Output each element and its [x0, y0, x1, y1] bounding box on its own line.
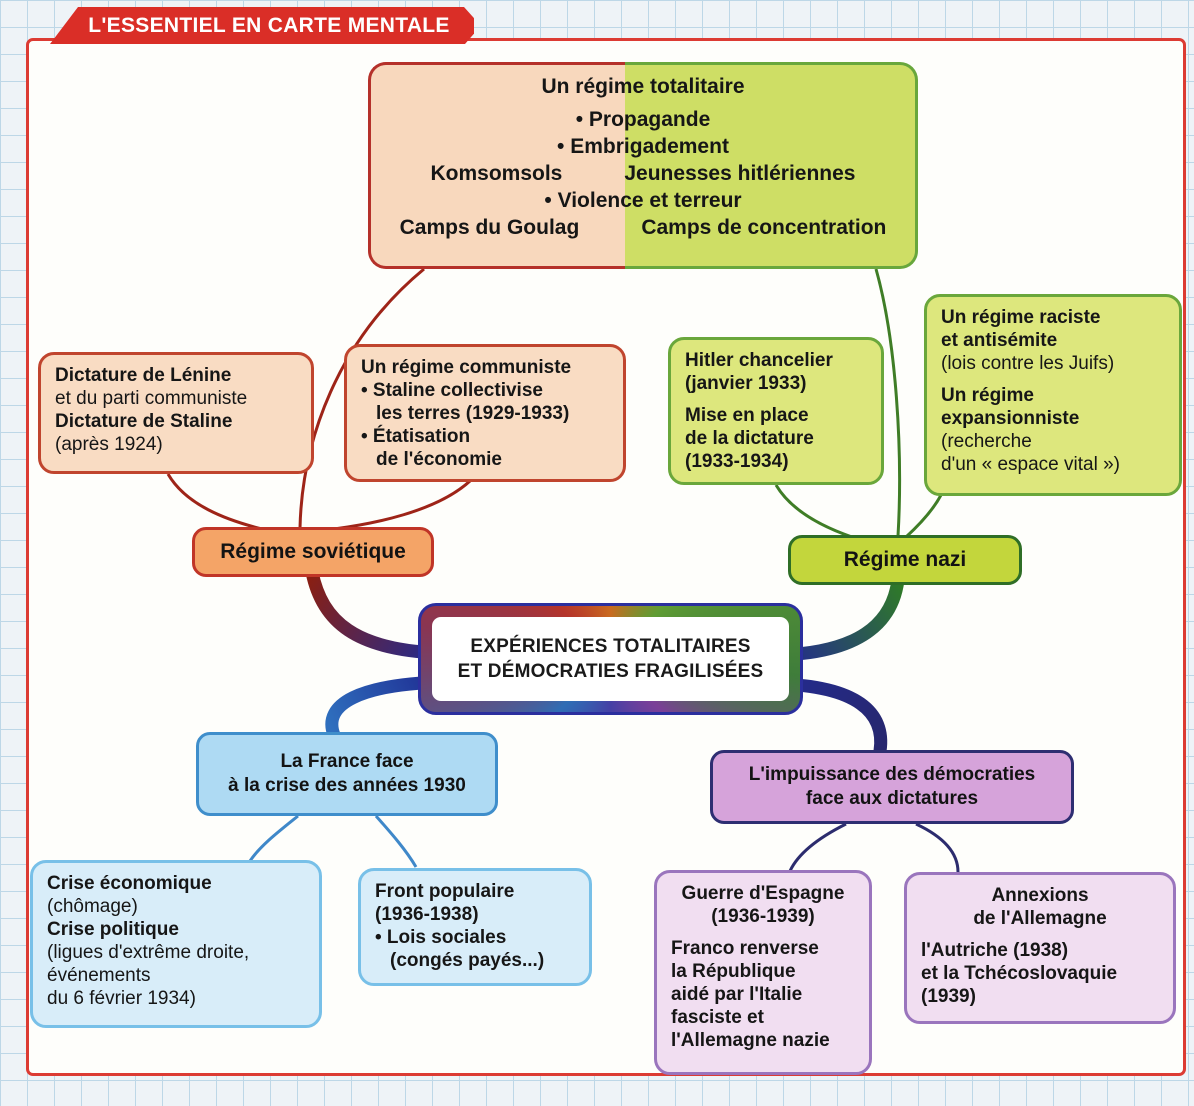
- espagne-line: l'Allemagne nazie: [671, 1030, 830, 1051]
- center-node: EXPÉRIENCES TOTALITAIRES ET DÉMOCRATIES …: [418, 603, 803, 715]
- header-banner-label: L'ESSENTIEL EN CARTE MENTALE: [88, 14, 450, 37]
- espagne-line: aidé par l'Italie: [671, 984, 803, 1005]
- crise-line: (ligues d'extrême droite,: [47, 942, 250, 963]
- front-line: (congés payés...): [390, 950, 545, 971]
- hitler-line: (1933-1934): [685, 451, 789, 472]
- hitler-line: (janvier 1933): [685, 373, 807, 394]
- front-line: • Lois sociales: [375, 927, 507, 948]
- espagne-box: Guerre d'Espagne (1936-1939) Franco renv…: [654, 870, 872, 1075]
- totalitaire-box-soviet-half: [368, 62, 625, 269]
- espagne-line: Franco renverse: [671, 938, 819, 959]
- hitler-line: de la dictature: [685, 428, 814, 449]
- france-node-line1: La France face: [280, 751, 414, 772]
- connector-democraties-to-espagne: [788, 822, 847, 872]
- democraties-node: L'impuissance des démocraties face aux d…: [710, 750, 1074, 824]
- france-node: La France face à la crise des années 193…: [196, 732, 498, 816]
- dictature-line: Dictature de Staline: [55, 411, 233, 432]
- center-node-inner: EXPÉRIENCES TOTALITAIRES ET DÉMOCRATIES …: [432, 617, 789, 701]
- totalitaire-box: Un régime totalitaire • Propagande • Emb…: [368, 62, 918, 269]
- connector-raciste-to-nazi: [904, 494, 943, 539]
- communiste-line: de l'économie: [376, 449, 502, 470]
- front-line: (1936-1938): [375, 904, 479, 925]
- raciste-line: Un régime raciste: [941, 307, 1101, 328]
- dictature-line: (après 1924): [55, 434, 163, 455]
- totalitaire-title: Un régime totalitaire: [541, 75, 745, 98]
- connector-dictature-to-soviet: [166, 473, 263, 531]
- crise-line: du 6 février 1934): [47, 988, 196, 1009]
- annexions-line: de l'Allemagne: [973, 908, 1107, 929]
- front-populaire-box: Front populaire (1936-1938) • Lois socia…: [358, 868, 592, 986]
- hitler-line: Hitler chancelier: [685, 350, 833, 371]
- espagne-line: la République: [671, 961, 796, 982]
- totalitaire-komsomsols: Komsomsols: [430, 162, 563, 185]
- totalitaire-jeunesses: Jeunesses hitlériennes: [624, 162, 856, 185]
- front-line: Front populaire: [375, 881, 515, 902]
- communiste-line: les terres (1929-1933): [376, 403, 570, 424]
- branch-center-to-france: [325, 675, 452, 742]
- nazi-node: Régime nazi: [788, 535, 1022, 585]
- raciste-line: (lois contre les Juifs): [941, 353, 1115, 374]
- espagne-line: (1936-1939): [711, 906, 815, 927]
- totalitaire-concentration: Camps de concentration: [641, 216, 887, 239]
- communiste-line: • Staline collectivise: [361, 380, 543, 401]
- branch-nazi-to-center: [775, 573, 905, 662]
- communiste-box: Un régime communiste • Staline collectiv…: [344, 344, 626, 482]
- crise-line: Crise économique: [47, 873, 212, 894]
- raciste-line: expansionniste: [941, 408, 1080, 429]
- communiste-line: Un régime communiste: [361, 357, 572, 378]
- connector-hitler-to-nazi: [774, 484, 853, 539]
- crise-line: événements: [47, 965, 151, 986]
- raciste-line: Un régime: [941, 385, 1034, 406]
- annexions-line: Annexions: [991, 885, 1089, 906]
- branch-soviet-to-center: [305, 565, 447, 660]
- dictature-box: Dictature de Lénine et du parti communis…: [38, 352, 314, 474]
- soviet-node-label: Régime soviétique: [220, 540, 406, 563]
- totalitaire-propagande: • Propagande: [575, 108, 711, 131]
- connector-communiste-to-soviet: [333, 479, 472, 531]
- totalitaire-violence: • Violence et terreur: [544, 189, 742, 212]
- totalitaire-embrigadement: • Embrigadement: [557, 135, 729, 158]
- connector-france-to-crise: [248, 814, 299, 862]
- espagne-line: Guerre d'Espagne: [681, 883, 845, 904]
- connector-democraties-to-annexions: [915, 822, 960, 873]
- democraties-node-line2: face aux dictatures: [805, 788, 979, 809]
- totalitaire-box-nazi-half: [625, 62, 918, 269]
- hitler-line: Mise en place: [685, 405, 809, 426]
- connector-totalitaire-to-soviet: [298, 267, 425, 529]
- crise-line: Crise politique: [47, 919, 179, 940]
- center-title-line2: ET DÉMOCRATIES FRAGILISÉES: [457, 661, 764, 682]
- hitler-box: Hitler chancelier (janvier 1933) Mise en…: [668, 337, 884, 485]
- france-node-line2: à la crise des années 1930: [228, 775, 466, 796]
- annexions-box: Annexions de l'Allemagne l'Autriche (193…: [904, 872, 1176, 1024]
- connector-france-to-front: [374, 815, 418, 868]
- raciste-line: d'un « espace vital »): [941, 454, 1120, 475]
- espagne-line: fasciste et: [671, 1007, 764, 1028]
- nazi-node-label: Régime nazi: [843, 548, 967, 571]
- crise-box: Crise économique (chômage) Crise politiq…: [30, 860, 322, 1028]
- raciste-line: et antisémite: [941, 330, 1058, 351]
- raciste-line: (recherche: [941, 431, 1032, 452]
- connector-totalitaire-to-nazi: [874, 268, 902, 537]
- dictature-line: et du parti communiste: [55, 388, 248, 409]
- soviet-node: Régime soviétique: [192, 527, 434, 577]
- communiste-line: • Étatisation: [361, 426, 471, 447]
- democraties-node-line1: L'impuissance des démocraties: [748, 764, 1036, 785]
- annexions-line: et la Tchécoslovaquie: [921, 963, 1118, 984]
- annexions-line: (1939): [921, 986, 976, 1007]
- center-title-line1: EXPÉRIENCES TOTALITAIRES: [470, 636, 751, 657]
- crise-line: (chômage): [47, 896, 138, 917]
- annexions-line: l'Autriche (1938): [921, 940, 1069, 961]
- dictature-line: Dictature de Lénine: [55, 365, 232, 386]
- header-banner: L'ESSENTIEL EN CARTE MENTALE: [50, 7, 474, 44]
- raciste-box: Un régime raciste et antisémite (lois co…: [924, 294, 1182, 496]
- totalitaire-goulag: Camps du Goulag: [399, 216, 580, 239]
